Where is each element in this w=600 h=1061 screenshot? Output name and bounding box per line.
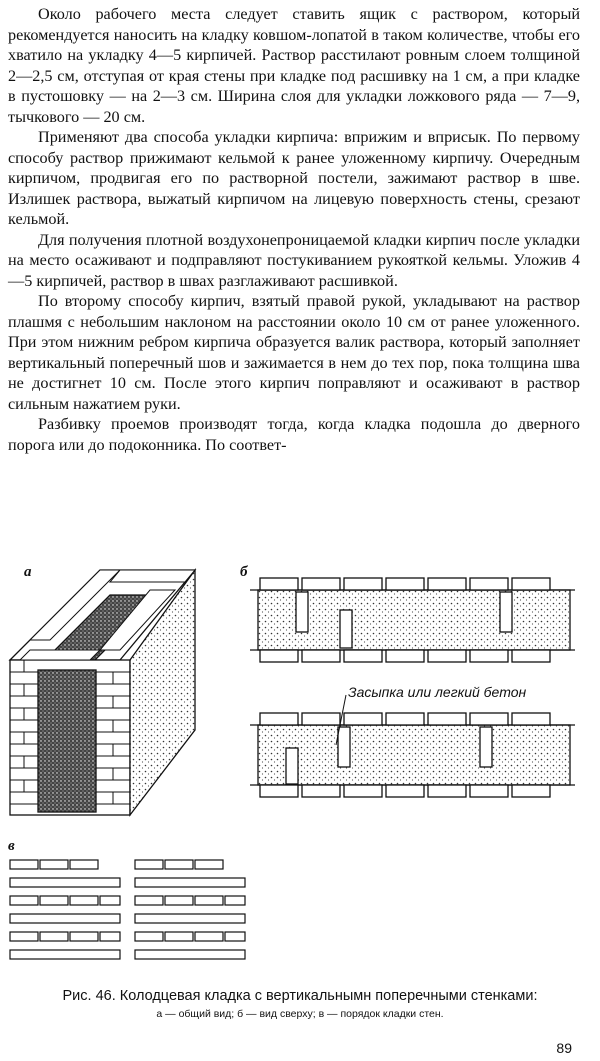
- paragraph-2: Применяют два способа укладки кирпича: в…: [8, 128, 580, 228]
- figure-caption: Рис. 46. Колодцевая кладка с вертикальны…: [0, 988, 600, 1020]
- view-v-course-order: [9, 859, 246, 960]
- page-number: 89: [556, 1040, 572, 1056]
- label-v: в: [8, 838, 15, 854]
- figure-drawing: [8, 567, 575, 960]
- view-b-plan-top: [250, 577, 575, 663]
- label-a: а: [24, 564, 32, 580]
- body-text: Около рабочего места следует ставить ящи…: [8, 4, 580, 455]
- paragraph-5: Разбивку проемов производят тогда, когда…: [8, 415, 580, 454]
- caption-sub: а — общий вид; б — вид сверху; в — поряд…: [156, 1008, 444, 1020]
- figure-46: а б в: [0, 560, 600, 980]
- label-b: б: [240, 564, 248, 580]
- view-a-isometric: [8, 567, 197, 817]
- view-b-plan-bottom: [250, 694, 575, 798]
- fill-callout: Засыпка или легкий бетон: [348, 684, 527, 700]
- paragraph-1: Около рабочего места следует ставить ящи…: [8, 5, 580, 126]
- paragraph-3: Для получения плотной воздухонепроницаем…: [8, 230, 580, 290]
- paragraph-4: По второму способу кирпич, взятый правой…: [8, 292, 580, 413]
- caption-main: Рис. 46. Колодцевая кладка с вертикальны…: [62, 988, 538, 1004]
